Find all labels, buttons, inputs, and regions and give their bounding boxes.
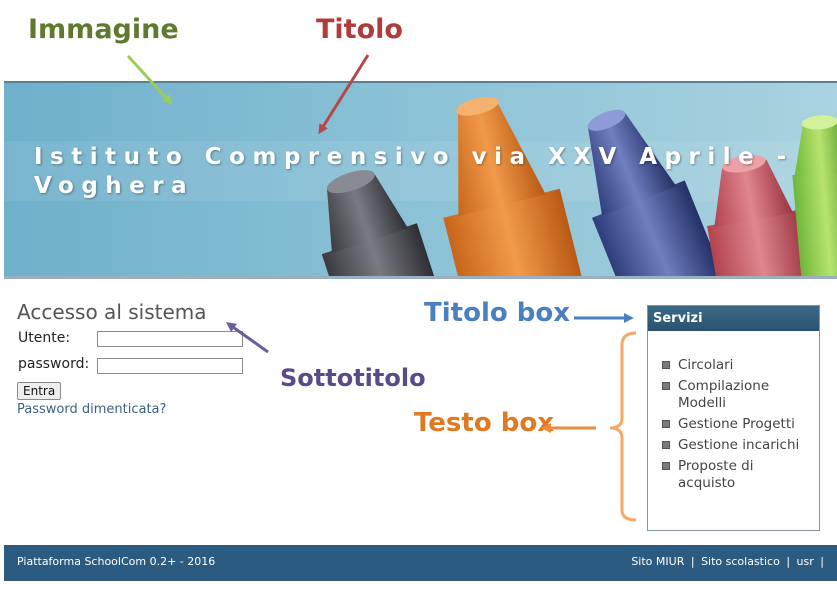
password-label: password: (18, 356, 90, 372)
username-input[interactable] (97, 331, 243, 347)
forgot-password-link[interactable]: Password dimenticata? (17, 402, 167, 417)
footer-separator: | (820, 555, 824, 568)
service-item-compilazione-modelli[interactable]: Compilazione Modelli (662, 378, 812, 412)
password-input[interactable] (97, 358, 243, 374)
service-item-gestione-progetti[interactable]: Gestione Progetti (662, 416, 812, 433)
footer-separator: | (690, 555, 695, 568)
services-box-title: Servizi (648, 306, 819, 331)
annotation-titolo-box: Titolo box (424, 298, 571, 328)
footer-link-miur[interactable]: Sito MIUR (631, 555, 685, 568)
bracket-testo-box (609, 331, 637, 522)
square-bullet-icon (662, 382, 670, 390)
service-item-circolari[interactable]: Circolari (662, 357, 812, 374)
service-item-gestione-incarichi[interactable]: Gestione incarichi (662, 437, 812, 454)
square-bullet-icon (662, 441, 670, 449)
footer-link-usr[interactable]: usr (796, 555, 814, 568)
crayons-image (4, 83, 837, 276)
login-subtitle: Accesso al sistema (17, 300, 207, 324)
footer-links: Sito MIUR | Sito scolastico | usr | (631, 555, 827, 568)
annotation-immagine: Immagine (28, 14, 179, 45)
annotation-titolo: Titolo (316, 14, 403, 45)
annotation-sottotitolo: Sottotitolo (280, 364, 426, 392)
footer-bar: Piattaforma SchoolCom 0.2+ - 2016 Sito M… (4, 545, 837, 581)
footer-platform-text: Piattaforma SchoolCom 0.2+ - 2016 (17, 555, 216, 568)
service-item-proposte-acquisto[interactable]: Proposte di acquisto (662, 458, 812, 492)
header-banner: Istituto Comprensivo via XXV Aprile - Vo… (4, 81, 837, 279)
login-button[interactable]: Entra (17, 382, 62, 400)
site-title: Istituto Comprensivo via XXV Aprile - Vo… (34, 144, 794, 199)
square-bullet-icon (662, 420, 670, 428)
footer-link-sito-scolastico[interactable]: Sito scolastico (701, 555, 780, 568)
square-bullet-icon (662, 361, 670, 369)
username-label: Utente: (18, 330, 71, 346)
square-bullet-icon (662, 462, 670, 470)
footer-separator: | (786, 555, 791, 568)
services-list: Circolari Compilazione Modelli Gestione … (662, 357, 812, 496)
services-box: Servizi Circolari Compilazione Modelli G… (647, 305, 820, 531)
annotation-testo-box: Testo box (414, 408, 554, 438)
